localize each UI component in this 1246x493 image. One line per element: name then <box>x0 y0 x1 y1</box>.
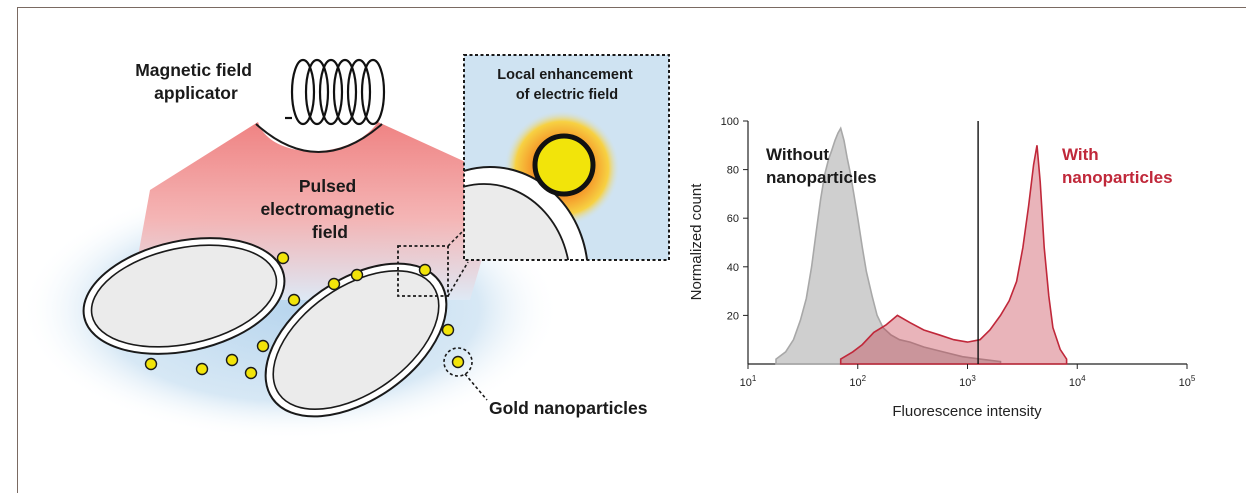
annotation-without-line2: nanoparticles <box>766 168 877 187</box>
x-tick-label: 105 <box>1179 374 1196 389</box>
annotation-without-line1: Without <box>766 145 829 164</box>
y-tick-label: 100 <box>721 116 739 128</box>
x-tick-label: 104 <box>1069 374 1086 389</box>
gold-nanoparticle-icon <box>144 251 465 380</box>
nanoparticle-highlight-circle <box>443 347 473 377</box>
inset-label-line1: Local enhancement <box>497 67 633 83</box>
series-layer <box>775 126 1068 365</box>
field-label: Pulsed electromagnetic field <box>260 176 399 242</box>
inset-label: Local enhancement of electric field <box>497 67 636 103</box>
x-tick-label: 102 <box>849 374 866 389</box>
field-label-line2: electromagnetic <box>260 199 394 219</box>
series-without-nanoparticles <box>775 126 1002 365</box>
annotation-with: With nanoparticles <box>1062 145 1173 187</box>
x-axis-title: Fluorescence intensity <box>892 403 1042 420</box>
cell-icon <box>82 237 286 355</box>
illustration: Magnetic field applicator Pulsed electro… <box>20 54 670 440</box>
x-tick-label: 103 <box>959 374 976 389</box>
tick-layer: 20 40 60 80 100 101 102 103 104 105 <box>721 116 1196 389</box>
field-label-line1: Pulsed <box>299 176 356 196</box>
inset-label-line2: of electric field <box>516 87 618 103</box>
histogram-chart: 20 40 60 80 100 101 102 103 104 105 Fluorescence … <box>688 116 1196 420</box>
y-tick-label: 60 <box>727 213 739 225</box>
particles-label: Gold nanoparticles <box>489 398 648 418</box>
zoom-box-icon <box>397 245 449 297</box>
y-tick-label: 20 <box>727 310 739 322</box>
annotation-with-line1: With <box>1062 145 1099 164</box>
y-axis-title: Normalized count <box>688 183 705 301</box>
y-tick-label: 40 <box>727 262 739 274</box>
inset-panel <box>463 54 670 261</box>
annotation-with-line2: nanoparticles <box>1062 168 1173 187</box>
applicator-label-line2: applicator <box>154 83 238 103</box>
gold-nanoparticle-icon <box>532 133 596 197</box>
x-tick-label: 101 <box>740 374 757 389</box>
figure-frame <box>17 7 1246 493</box>
cell-icon <box>264 262 448 418</box>
field-label-line3: field <box>312 222 348 242</box>
annotation-without: Without nanoparticles <box>766 145 877 187</box>
coil-icon <box>285 58 386 126</box>
applicator-label: Magnetic field applicator <box>135 60 257 103</box>
series-with-nanoparticles <box>839 145 1068 365</box>
y-tick-label: 80 <box>727 165 739 177</box>
applicator-label-line1: Magnetic field <box>135 60 252 80</box>
